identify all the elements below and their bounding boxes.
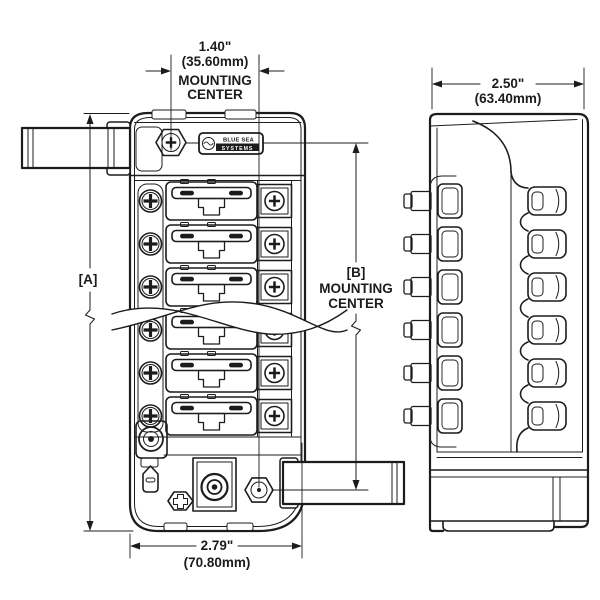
dim-caption-line2: CENTER xyxy=(187,87,243,102)
bottom-right-terminal-lug xyxy=(279,457,406,509)
top-left-terminal-lug xyxy=(20,121,132,176)
circuit-screw-icon xyxy=(258,357,292,390)
fuse-top-profile xyxy=(527,401,567,431)
terminal-stud-profile xyxy=(403,398,463,434)
terminal-stud-profile xyxy=(403,355,463,391)
dim-height-reference: [A] xyxy=(79,113,134,532)
terminal-screw-icon xyxy=(140,276,162,298)
fuse-holder xyxy=(165,393,258,436)
dim-top-mounting-center: 1.40" (35.60mm) MOUNTING CENTER xyxy=(145,39,285,102)
side-terminal-studs xyxy=(403,183,463,434)
front-view: BLUE SEA SYSTEMS xyxy=(20,54,406,533)
fuse-holder xyxy=(165,221,258,264)
fuse-top-profile xyxy=(527,272,567,302)
logo-wave-icon xyxy=(202,137,215,150)
logo-text-top: BLUE SEA xyxy=(223,138,255,144)
bottom-foot-notch xyxy=(163,522,188,531)
circuit-screw-icon xyxy=(258,271,292,304)
dim-ref-label: [B] xyxy=(347,265,366,280)
arrowhead-up-icon xyxy=(86,114,94,124)
dim-value-mm: (70.80mm) xyxy=(184,555,251,570)
fuse-profile-bumps xyxy=(527,186,567,431)
terminal-stud-profile xyxy=(403,226,463,262)
arrowhead-left-icon xyxy=(432,80,442,88)
arrowhead-down-icon xyxy=(86,521,94,531)
dim-value-inches: 2.50" xyxy=(492,76,525,91)
terminal-stud-profile xyxy=(403,312,463,348)
logo-text-bottom: SYSTEMS xyxy=(222,146,254,152)
dimension-annotations: 1.40" (35.60mm) MOUNTING CENTER 2.50" (6… xyxy=(79,39,585,570)
top-lip-notch xyxy=(224,109,257,120)
arrowhead-up-icon xyxy=(352,143,360,153)
dim-value-mm: (35.60mm) xyxy=(182,54,249,69)
minus-icon xyxy=(145,477,156,483)
fuse-holder xyxy=(165,178,258,221)
side-body-outline xyxy=(428,112,590,533)
terminal-screw-icon xyxy=(140,190,162,212)
bottom-foot-notch xyxy=(226,522,254,531)
terminal-stud-profile xyxy=(403,183,463,219)
dim-line-break xyxy=(85,309,95,325)
circuit-screw-icon xyxy=(258,228,292,261)
fuse-top-profile xyxy=(527,358,567,388)
negative-terminal-marker xyxy=(142,465,159,493)
dim-line-break xyxy=(351,320,361,336)
fuse-holder xyxy=(165,264,258,307)
terminal-stud-profile xyxy=(403,269,463,305)
dim-value-mm: (63.40mm) xyxy=(475,91,542,106)
dim-caption-line1: MOUNTING xyxy=(178,73,252,88)
fuse-holder xyxy=(165,350,258,393)
side-base xyxy=(429,451,589,532)
positive-terminal-marker xyxy=(167,491,194,511)
circuit-screw-icon xyxy=(258,185,292,218)
top-mount-recess xyxy=(135,126,163,172)
arrowhead-left-icon xyxy=(259,67,269,75)
arrowhead-right-icon xyxy=(292,542,302,550)
terminal-screw-icon xyxy=(140,405,162,427)
dim-vertical-mounting-center: [B] MOUNTING CENTER xyxy=(185,142,393,491)
dim-caption-line1: MOUNTING xyxy=(319,281,393,296)
dim-caption-line2: CENTER xyxy=(328,296,384,311)
plus-icon xyxy=(173,494,188,509)
blue-sea-systems-logo: BLUE SEA SYSTEMS xyxy=(198,132,264,155)
top-lip-notch xyxy=(151,109,187,120)
terminal-screw-icon xyxy=(140,362,162,384)
front-body-outline xyxy=(128,111,307,533)
dim-overall-width: 2.79" (70.80mm) xyxy=(129,442,303,570)
terminal-screw-icon xyxy=(140,233,162,255)
side-view xyxy=(403,112,590,533)
arrowhead-right-icon xyxy=(574,80,584,88)
dim-value-inches: 1.40" xyxy=(199,39,232,54)
arrowhead-left-icon xyxy=(130,542,140,550)
dim-depth: 2.50" (63.40mm) xyxy=(431,67,585,110)
fuse-top-profile xyxy=(527,229,567,259)
dim-value-inches: 2.79" xyxy=(201,538,234,553)
circuit-screw-icon xyxy=(258,400,292,433)
break-wave xyxy=(111,301,348,335)
fuse-top-profile xyxy=(527,186,567,216)
fuse-top-profile xyxy=(527,315,567,345)
positive-bus-stud xyxy=(192,457,237,512)
arrowhead-right-icon xyxy=(161,67,171,75)
dim-ref-label: [A] xyxy=(79,272,98,287)
arrowhead-down-icon xyxy=(352,480,360,490)
